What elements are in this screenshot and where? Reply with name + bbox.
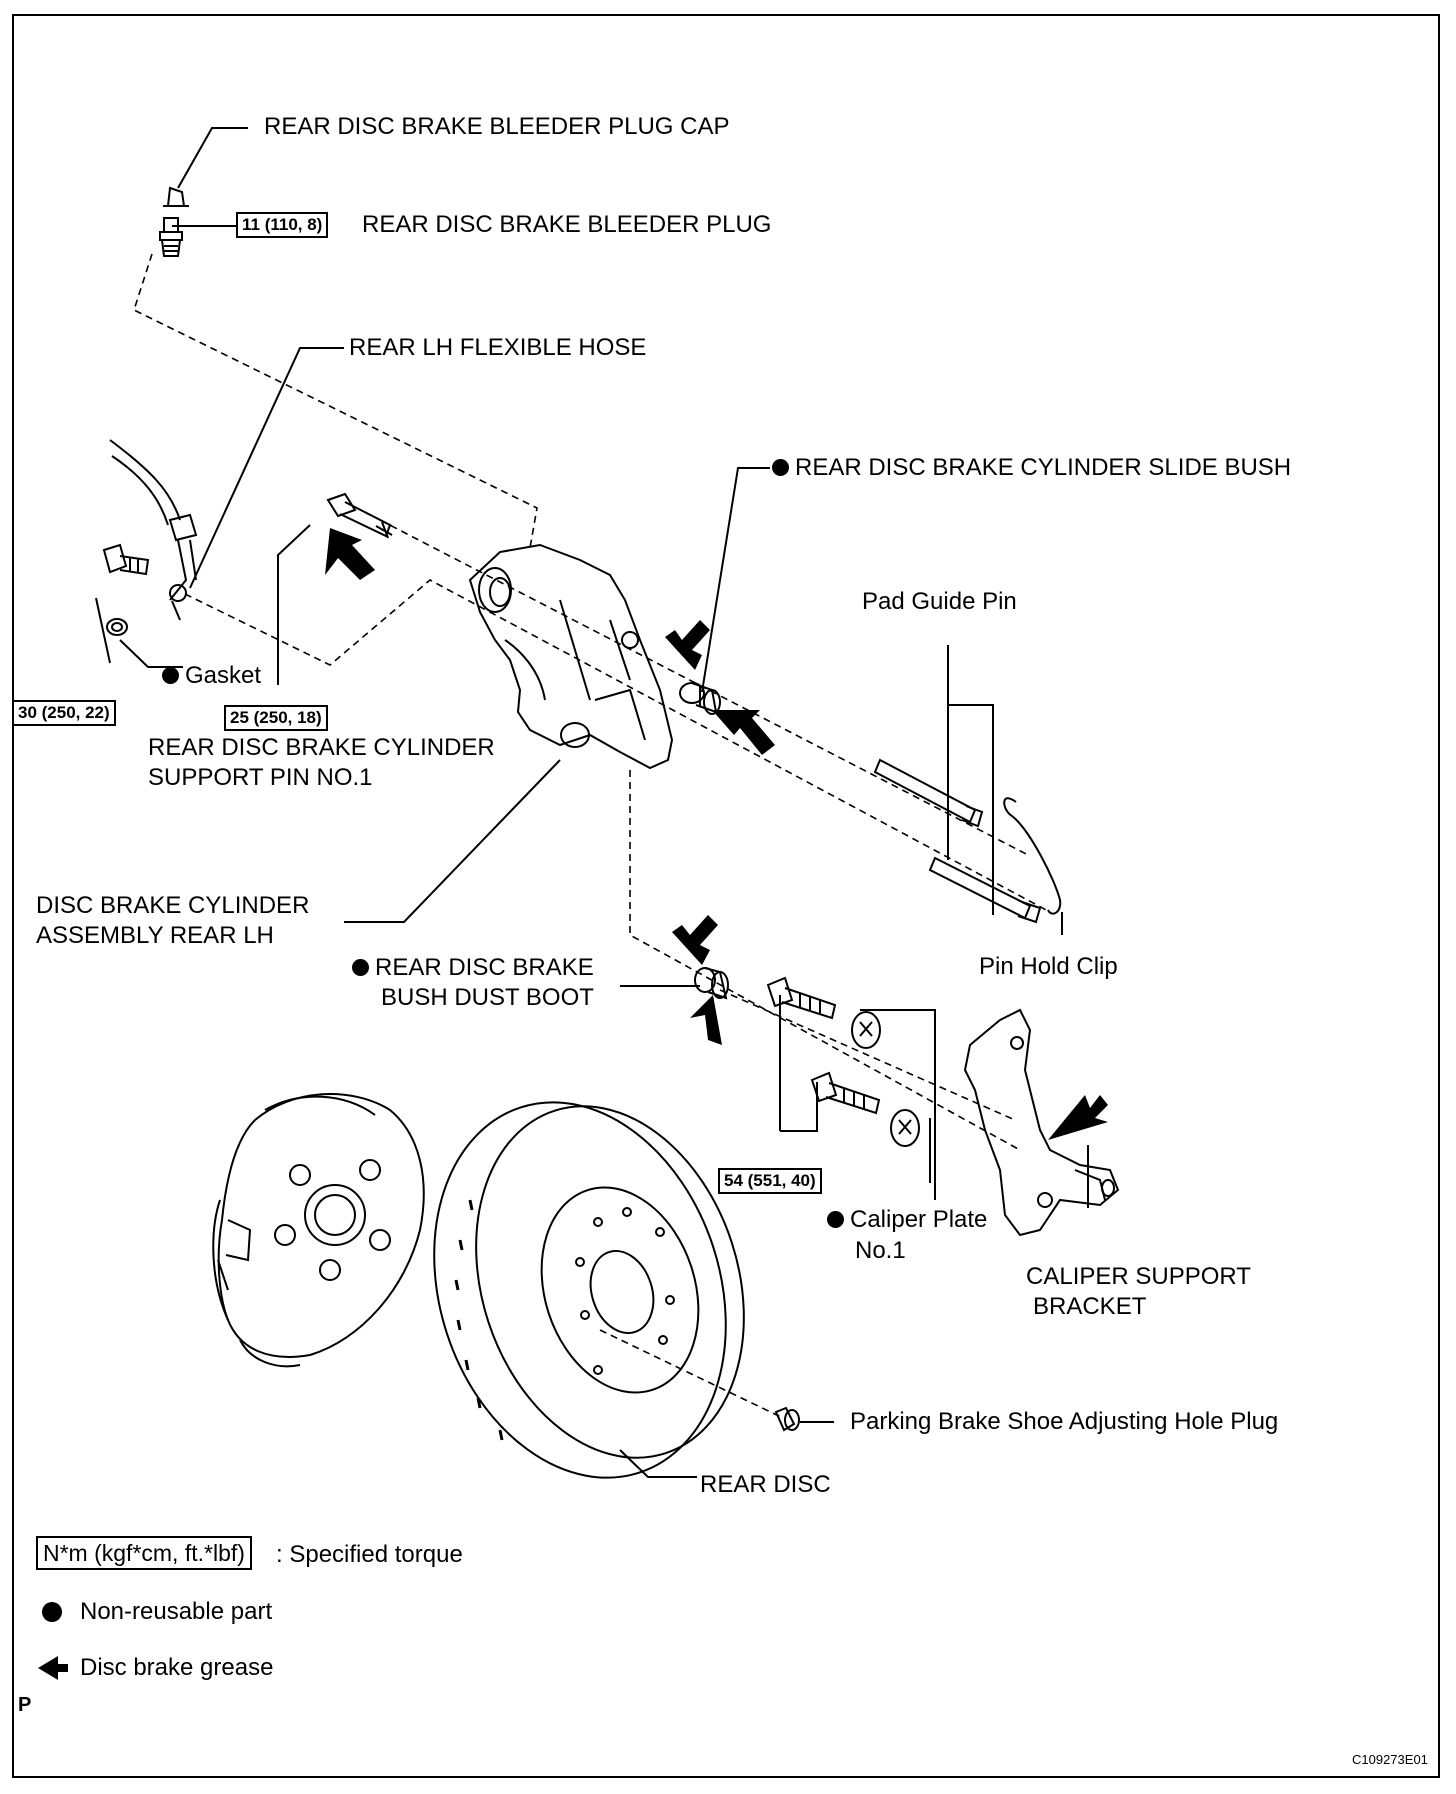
- label-dust-boot-line1: REAR DISC BRAKE: [352, 953, 594, 983]
- label-flexible-hose: REAR LH FLEXIBLE HOSE: [349, 334, 647, 361]
- label-dust-boot-line1-text: REAR DISC BRAKE: [375, 954, 594, 981]
- bracket-bolt-upper-drawing: [766, 976, 837, 1020]
- label-bleeder-plug: REAR DISC BRAKE BLEEDER PLUG: [362, 211, 772, 238]
- assembly-dashed-lines: [133, 253, 1051, 1419]
- nonreusable-dot-icon: [827, 1211, 844, 1228]
- flexible-hose-drawing: [109, 439, 198, 621]
- nonreusable-dot-icon: [772, 459, 789, 476]
- legend-grease-text: Disc brake grease: [80, 1654, 274, 1681]
- figure-code: C109273E01: [1352, 1752, 1428, 1767]
- label-gasket: Gasket: [162, 661, 261, 691]
- union-bolt-drawing: [102, 543, 150, 576]
- slide-bush-drawing: [679, 682, 721, 715]
- leader-lines: [95, 127, 1089, 1478]
- rear-disc-drawing: [433, 1101, 745, 1479]
- support-pin-drawing: [326, 492, 393, 539]
- label-support-pin-line2: SUPPORT PIN NO.1: [148, 764, 373, 791]
- label-cylinder-assembly-line2: ASSEMBLY REAR LH: [36, 922, 274, 949]
- legend-dot-icon: [42, 1602, 62, 1622]
- torque-support-pin: 25 (250, 18): [224, 705, 328, 731]
- torque-bleeder-plug: 11 (110, 8): [236, 212, 329, 238]
- label-support-bracket-line1: CALIPER SUPPORT: [1026, 1263, 1251, 1290]
- diagram-frame: [12, 14, 1440, 1778]
- torque-union-bolt: 30 (250, 22): [12, 700, 116, 726]
- label-support-pin-line1: REAR DISC BRAKE CYLINDER: [148, 734, 495, 761]
- label-caliper-plate-line1: Caliper Plate: [827, 1205, 987, 1235]
- gasket-drawing: [106, 618, 128, 636]
- label-slide-bush: REAR DISC BRAKE CYLINDER SLIDE BUSH: [772, 453, 1291, 483]
- legend-arrow-icon: [38, 1656, 68, 1680]
- label-dust-boot-line2: BUSH DUST BOOT: [381, 984, 594, 1011]
- legend-nonreusable-text: Non-reusable part: [80, 1598, 273, 1625]
- label-pad-guide-pin: Pad Guide Pin: [862, 588, 1017, 615]
- label-gasket-text: Gasket: [185, 662, 262, 689]
- label-caliper-plate-line1-text: Caliper Plate: [850, 1206, 988, 1233]
- hole-plug-drawing: [774, 1406, 800, 1432]
- corner-letter: P: [18, 1694, 32, 1716]
- nonreusable-dot-icon: [162, 667, 179, 684]
- label-slide-bush-text: REAR DISC BRAKE CYLINDER SLIDE BUSH: [795, 454, 1292, 481]
- legend-torque-text: : Specified torque: [276, 1541, 463, 1568]
- dust-boot-drawing: [694, 967, 729, 1000]
- label-caliper-plate-line2: No.1: [855, 1237, 906, 1264]
- label-pin-hold-clip: Pin Hold Clip: [979, 953, 1118, 980]
- bracket-bolt-lower-drawing: [810, 1071, 881, 1115]
- pad-guide-pins-drawing: [873, 758, 1042, 924]
- legend-glyphs: [38, 1602, 68, 1680]
- label-bleeder-plug-cap: REAR DISC BRAKE BLEEDER PLUG CAP: [264, 113, 730, 140]
- bleeder-plug-drawing: [159, 217, 183, 257]
- pin-hold-clip-drawing: [1003, 797, 1062, 915]
- caliper-body-drawing: [468, 543, 674, 770]
- label-rear-disc: REAR DISC: [700, 1471, 831, 1498]
- support-bracket-drawing: [963, 1008, 1120, 1237]
- bleeder-plug-cap-drawing: [163, 186, 189, 207]
- label-cylinder-assembly-line1: DISC BRAKE CYLINDER: [36, 892, 310, 919]
- grease-arrows: [325, 528, 1108, 1140]
- caliper-plates-drawing: [851, 1011, 920, 1147]
- label-support-bracket-line2: BRACKET: [1033, 1293, 1147, 1320]
- nonreusable-dot-icon: [352, 959, 369, 976]
- backing-plate-hub-drawing: [212, 1093, 425, 1368]
- label-hole-plug: Parking Brake Shoe Adjusting Hole Plug: [850, 1408, 1279, 1435]
- torque-bracket-bolts: 54 (551, 40): [718, 1168, 822, 1194]
- legend-torque-box: N*m (kgf*cm, ft.*lbf): [36, 1536, 252, 1570]
